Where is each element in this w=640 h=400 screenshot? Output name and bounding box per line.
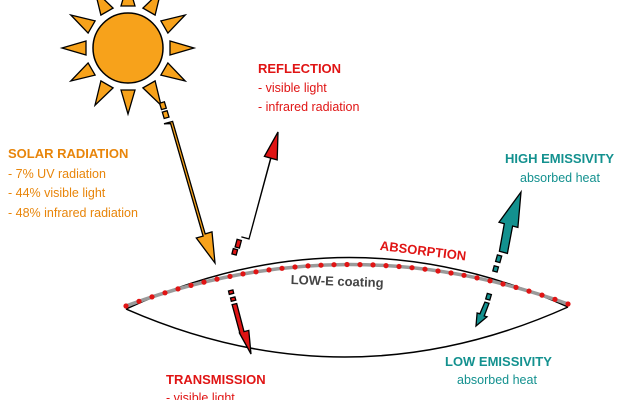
low-e-coating-label: LOW-E coating [290,272,384,291]
sun-ray [96,0,115,17]
absorption-dot [422,266,428,272]
sun-ray [59,40,87,56]
reflection-line-visible: - visible light [258,81,327,95]
absorption-dot [227,273,233,279]
absorption-dot [214,276,220,282]
absorption-dot [344,261,350,268]
sun-rays [59,0,197,117]
low-emissivity-title: LOW EMISSIVITY [445,354,552,369]
low-emissivity-arrow-icon [475,292,493,328]
absorption-dots [123,261,571,309]
sun-ray [159,13,188,35]
absorption-dot [383,263,389,269]
reflection-line-infrared: - infrared radiation [258,100,360,114]
sun-icon [59,0,197,117]
absorption-dot [500,281,506,287]
absorption-dot [370,262,376,268]
absorption-dot [162,290,168,296]
sun-ray [169,40,197,56]
absorption-dot [396,263,402,270]
solar-radiation-arrow-icon [158,100,216,266]
high-emissivity-arrow-icon [492,189,522,273]
transmission-title: TRANSMISSION [166,372,266,387]
sun-ray [68,61,97,83]
reflection-arrow-icon [231,131,279,256]
absorption-dot [526,288,532,294]
sun-ray [141,0,160,17]
absorption-dot [175,286,181,292]
solar-radiation-line-infrared: - 48% infrared radiation [8,206,138,220]
absorption-dot [253,269,259,275]
absorption-dot [305,263,311,269]
transmission-line-visible: - visible light [166,391,235,400]
absorption-dot [292,264,298,270]
absorption-dot [201,279,207,285]
absorption-dot [487,278,493,284]
absorption-dot [539,292,545,298]
absorption-dot [435,268,441,274]
absorption-dot [331,262,337,268]
absorption-dot [123,303,129,309]
absorption-dot [240,271,246,277]
absorption-dot [188,282,194,288]
sun-ray [120,0,136,7]
solar-radiation-line-visible: - 44% visible light [8,186,106,200]
absorption-dot [357,262,363,268]
high-emissivity-sub: absorbed heat [520,171,600,185]
transmission-arrow-icon [227,289,252,355]
absorption-dot [565,301,571,307]
low-emissivity-sub: absorbed heat [457,373,537,387]
sun-disc [92,12,164,84]
solar-radiation-line-uv: - 7% UV radiation [8,167,106,181]
absorption-dot [136,298,142,304]
absorption-dot [448,270,454,276]
solar-radiation-title: SOLAR RADIATION [8,146,129,161]
sun-ray [120,89,136,117]
high-emissivity-title: HIGH EMISSIVITY [505,151,615,166]
absorption-dot [552,296,558,302]
absorption-dot [279,265,285,271]
absorption-dot [461,272,467,278]
absorption-dot [474,275,480,281]
absorption-dot [149,294,155,300]
reflection-title: REFLECTION [258,61,342,76]
sun-ray [93,79,115,108]
absorption-dot [318,262,324,268]
sun-ray [68,13,97,35]
absorption-dot [266,267,272,273]
sun-ray [141,79,163,108]
sun-ray [159,61,188,83]
glass-pane-bottom [125,306,569,358]
absorption-dot [409,265,415,271]
absorption-dot [513,284,519,290]
